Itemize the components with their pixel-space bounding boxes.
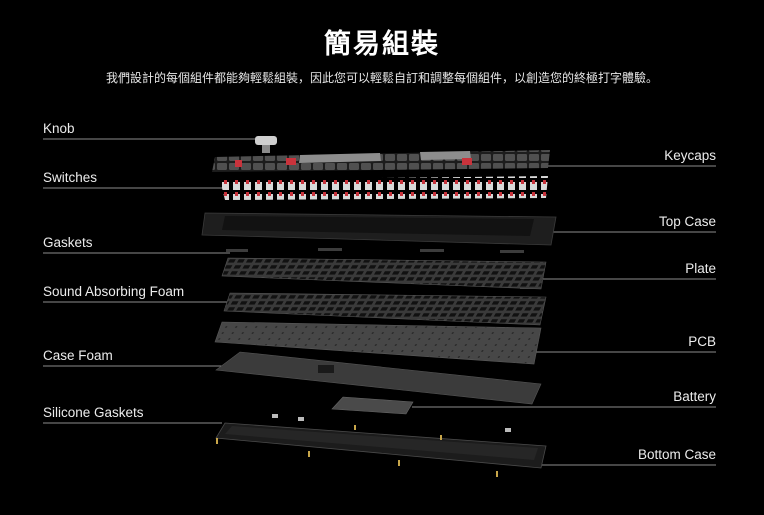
- bottom-case-layer: [215, 422, 547, 469]
- label-gaskets: Gaskets: [43, 235, 93, 250]
- label-silicone-gaskets: Silicone Gaskets: [43, 405, 144, 420]
- label-top-case: Top Case: [658, 214, 716, 229]
- page-title: 簡易組裝: [324, 29, 440, 60]
- keycaps-layer: [212, 150, 550, 172]
- label-switches: Switches: [43, 170, 98, 185]
- label-pcb: PCB: [688, 334, 716, 349]
- label-knob: Knob: [43, 121, 75, 136]
- plate-layer: [221, 257, 547, 290]
- sound-foam-layer: [223, 292, 547, 326]
- label-bottom-case: Bottom Case: [637, 447, 716, 462]
- knob-icon: [255, 136, 277, 153]
- top-case-layer: [201, 212, 557, 246]
- page-subtitle: 我們設計的每個組件都能夠輕鬆組裝，因此您可以輕鬆自訂和調整每個組件，以創造您的終…: [105, 71, 658, 85]
- label-sound-absorbing-foam: Sound Absorbing Foam: [43, 284, 185, 299]
- switches-layer: [220, 176, 548, 200]
- label-case-foam: Case Foam: [43, 348, 113, 363]
- leader-lines: [43, 138, 716, 466]
- label-plate: Plate: [685, 261, 716, 276]
- pcb-layer: [214, 321, 542, 365]
- battery-layer: [331, 396, 414, 415]
- label-keycaps: Keycaps: [664, 148, 716, 163]
- case-foam-layer: [215, 351, 542, 405]
- gold-pins: [216, 425, 498, 477]
- label-battery: Battery: [673, 389, 716, 404]
